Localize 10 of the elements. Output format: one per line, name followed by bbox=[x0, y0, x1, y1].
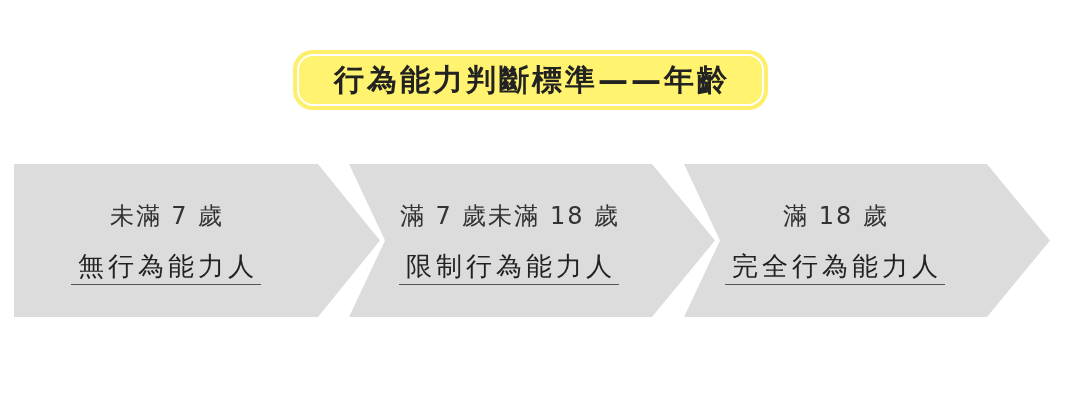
age-range-text: 未滿 7 歲 bbox=[108, 201, 225, 232]
capacity-label: 限制行為能力人 bbox=[399, 250, 619, 285]
chevron-step bbox=[14, 164, 380, 317]
capacity-label: 無行為能力人 bbox=[71, 250, 261, 285]
capacity-label: 完全行為能力人 bbox=[725, 250, 945, 285]
age-range-text: 滿 7 歲未滿 18 歲 bbox=[398, 201, 621, 232]
chevron-step bbox=[684, 164, 1050, 317]
chevron-step bbox=[349, 164, 715, 317]
age-range-text: 滿 18 歲 bbox=[782, 201, 889, 232]
title-text: 行為能力判斷標準——年齡 bbox=[332, 61, 730, 99]
